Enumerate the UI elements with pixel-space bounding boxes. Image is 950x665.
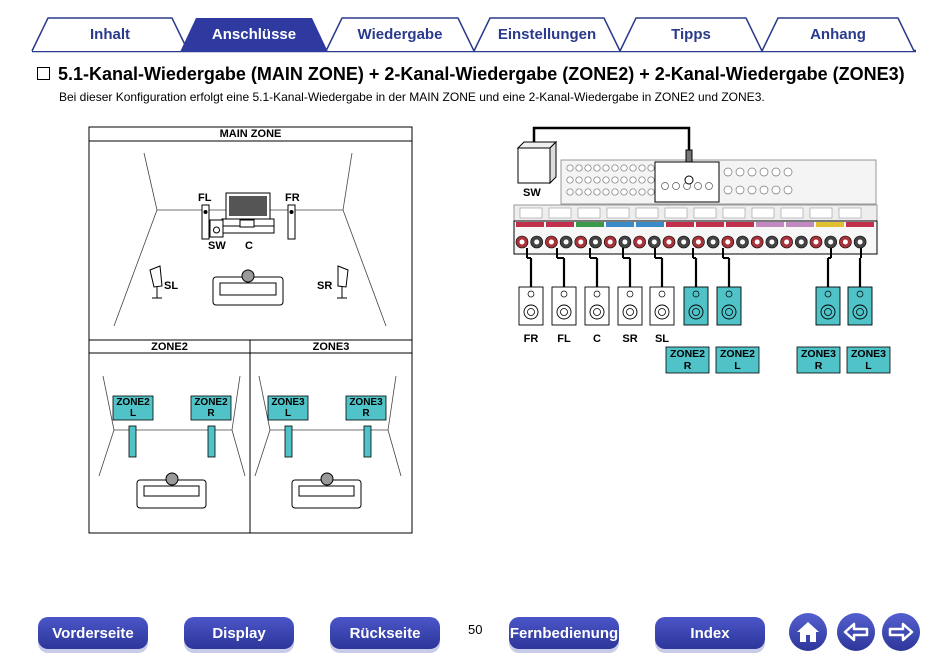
speaker-terminals — [515, 222, 874, 249]
speaker-boxes — [518, 286, 873, 326]
page-title: 5.1-Kanal-Wiedergabe (MAIN ZONE) + 2-Kan… — [37, 64, 905, 85]
zone2-l-speaker-icon — [128, 425, 137, 458]
nav-rueckseite-button[interactable]: Rückseite — [330, 617, 440, 649]
tab-anhang[interactable]: Anhang — [778, 17, 898, 51]
zone3-l-speaker-icon — [284, 425, 293, 458]
zone2-r-speaker-icon — [207, 425, 216, 458]
tab-bar: Inhalt Anschlüsse Wiedergabe Einstellung… — [0, 0, 950, 56]
tab-einstellungen[interactable]: Einstellungen — [490, 17, 604, 51]
tab-tipps-label: Tipps — [671, 25, 711, 43]
checkbox-bullet-icon — [37, 67, 50, 80]
zone2-header-label: ZONE2 — [151, 341, 188, 353]
wiring-speaker-label: C — [593, 333, 601, 345]
nav-index-label: Index — [690, 624, 730, 642]
speaker-fl-icon — [201, 204, 210, 240]
tab-anhang-label: Anhang — [810, 25, 866, 43]
speaker-fr-label: FR — [285, 192, 300, 204]
tv-icon — [221, 192, 275, 234]
home-icon — [797, 622, 819, 642]
nav-vorderseite-label: Vorderseite — [52, 624, 134, 642]
speaker-fl-label: FL — [198, 192, 212, 204]
zone3-sofa-icon — [291, 472, 362, 509]
arrow-right-icon — [888, 622, 914, 642]
speaker-sl-label: SL — [164, 280, 179, 292]
subwoofer-plug-icon — [684, 149, 694, 185]
tab-anschluesse[interactable]: Anschlüsse — [196, 17, 312, 51]
home-button[interactable] — [789, 613, 827, 651]
tab-anschluesse-label: Anschlüsse — [211, 25, 297, 43]
arrow-left-icon — [843, 622, 869, 642]
nav-vorderseite-button[interactable]: Vorderseite — [38, 617, 148, 649]
speaker-c-label: C — [245, 240, 253, 252]
forward-button[interactable] — [882, 613, 920, 651]
nav-index-button[interactable]: Index — [655, 617, 765, 649]
main-zone-label: MAIN ZONE — [219, 128, 282, 140]
nav-rueckseite-label: Rückseite — [349, 624, 421, 642]
room-diagram-frame — [88, 126, 413, 534]
speaker-sr-icon — [337, 265, 349, 299]
tab-wiedergabe-label: Wiedergabe — [357, 25, 443, 43]
speaker-sw-label: SW — [208, 240, 226, 252]
zone2-room-walls — [98, 375, 246, 477]
subwoofer-box-icon — [516, 140, 558, 185]
nav-fernbedienung-label: Fernbedienung — [509, 624, 619, 642]
sofa-icon — [212, 269, 284, 306]
receiver-rear-panel — [513, 159, 878, 255]
speaker-wires — [526, 248, 862, 287]
wiring-speaker-label: FL — [557, 333, 571, 345]
rear-jacks — [519, 164, 862, 219]
nav-display-button[interactable]: Display — [184, 617, 294, 649]
page-title-text: 5.1-Kanal-Wiedergabe (MAIN ZONE) + 2-Kan… — [58, 64, 905, 84]
zone2-sofa-icon — [136, 472, 207, 509]
zone3-room-walls — [254, 375, 402, 477]
zone3-r-speaker-icon — [363, 425, 372, 458]
speaker-c-icon — [239, 219, 255, 228]
speaker-fr-icon — [287, 204, 296, 240]
subwoofer-icon — [209, 219, 224, 238]
wiring-speaker-label: SL — [654, 333, 670, 345]
speaker-sr-label: SR — [317, 280, 333, 292]
page-number: 50 — [468, 622, 483, 637]
wiring-speaker-label: SR — [622, 333, 638, 345]
tab-inhalt[interactable]: Inhalt — [48, 17, 172, 51]
nav-fernbedienung-button[interactable]: Fernbedienung — [509, 617, 619, 649]
tab-bar-shapes — [31, 17, 916, 53]
back-button[interactable] — [837, 613, 875, 651]
tab-einstellungen-label: Einstellungen — [497, 25, 597, 43]
page-subtitle: Bei dieser Konfiguration erfolgt eine 5.… — [59, 90, 765, 104]
tab-inhalt-label: Inhalt — [90, 25, 130, 43]
zone3-header-label: ZONE3 — [312, 341, 350, 353]
tab-wiedergabe[interactable]: Wiedergabe — [342, 17, 458, 51]
wiring-speaker-label: FR — [523, 333, 539, 345]
nav-display-label: Display — [212, 624, 266, 642]
wiring-sw-label: SW — [523, 187, 541, 199]
tab-tipps[interactable]: Tipps — [636, 17, 746, 51]
speaker-sl-icon — [149, 265, 163, 299]
